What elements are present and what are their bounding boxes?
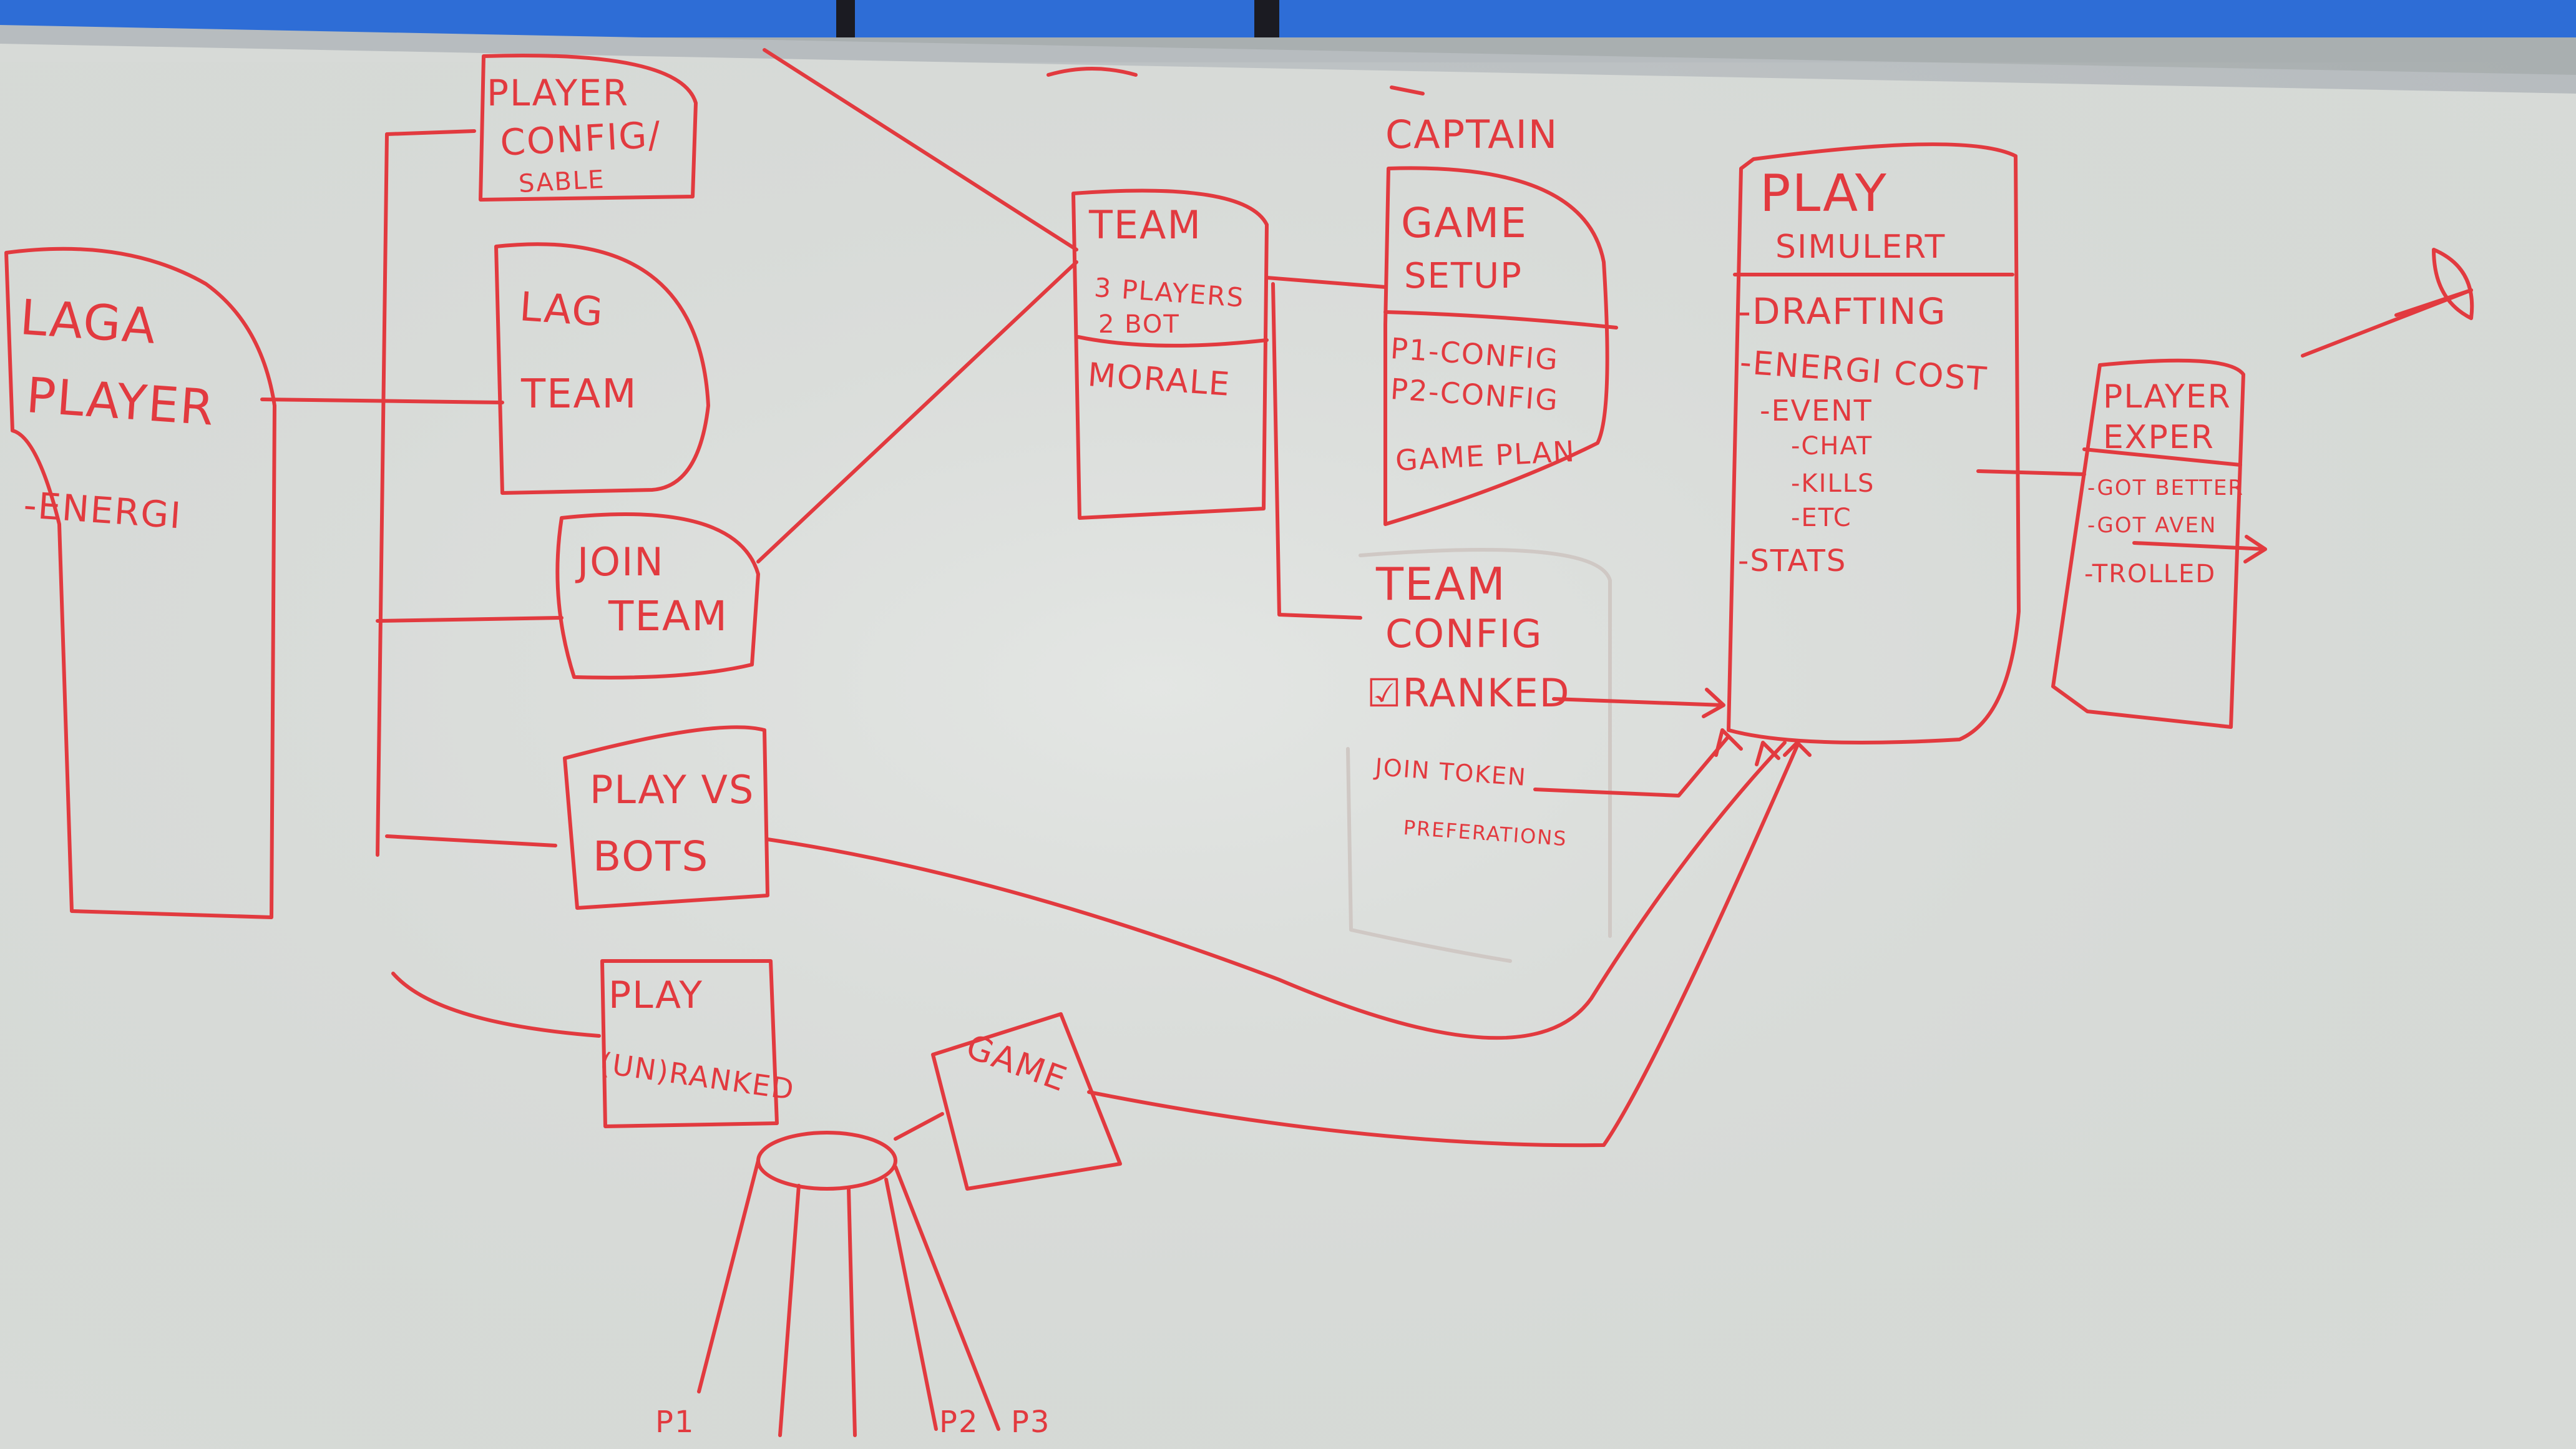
connector-sim-to-exper	[1976, 469, 2086, 476]
play-simulert-item6: -ETC	[1791, 504, 1852, 532]
box-join-team	[555, 512, 760, 680]
play-simulert-line1: PLAY	[1760, 164, 1888, 223]
bottom-label-2: P2	[939, 1405, 979, 1440]
laga-player-line1: LAGA	[18, 290, 159, 356]
top-marks	[1046, 67, 1425, 95]
play-simulert-line2: SIMULERT	[1775, 228, 1946, 266]
game-setup-item3: GAME PLAN	[1394, 434, 1577, 477]
window-strip	[0, 0, 2576, 37]
bottom-label-3: P3	[1011, 1405, 1051, 1440]
game-setup-divider	[1383, 310, 1618, 329]
connector-join-to-team	[756, 260, 1078, 564]
player-exper-line1: PLAYER	[2103, 378, 2232, 416]
connector-team-to-teamconfig	[1271, 282, 1362, 620]
connector-player-to-tree	[260, 398, 504, 404]
laga-player-energi: -ENERGI	[22, 484, 183, 537]
play-simulert-item5: -KILLS	[1791, 469, 1875, 498]
box-play-vs-bots	[563, 725, 769, 910]
connector-bots-to-sim	[766, 741, 1787, 1040]
box-team-config-left	[1346, 747, 1512, 963]
play-unranked-line1: PLAY	[608, 973, 704, 1017]
play-simulert-item7: -STATS	[1738, 544, 1847, 578]
connector-to-bots	[385, 834, 557, 847]
team-config-line1: TEAM	[1376, 558, 1506, 610]
connector-player-trunk	[376, 132, 389, 857]
connector-to-join	[376, 616, 564, 623]
play-simulert-item1: -DRAFTING	[1738, 290, 1947, 333]
player-exper-item1: -GOT BETTER	[2087, 476, 2245, 500]
team-config-ranked: ☑RANKED	[1367, 670, 1571, 716]
connector-to-unranked	[391, 972, 601, 1038]
connector-jointoken-to-sim	[1533, 734, 1730, 798]
box-play-simulert	[1727, 142, 2021, 744]
player-exper-item2: -GOT AVEN	[2087, 513, 2217, 538]
spear-head	[2432, 248, 2474, 320]
team-line4: MORALE	[1086, 356, 1232, 404]
team-config-line2: CONFIG	[1385, 611, 1543, 656]
box-game-setup	[1383, 166, 1609, 526]
connector-drum-to-game	[894, 1112, 944, 1141]
connector-top-to-team	[763, 48, 1078, 251]
box-player-exper	[2051, 358, 2245, 729]
arrowhead-sim-b	[1755, 741, 1780, 766]
player-exper-item3: -TROLLED	[2084, 560, 2217, 588]
lag-team-line2: TEAM	[521, 371, 638, 417]
box-game	[931, 1012, 1122, 1191]
connector-team-to-setup	[1265, 276, 1387, 289]
bottom-label-1: P1	[655, 1405, 695, 1440]
team-line1: TEAM	[1089, 202, 1202, 248]
play-vs-bots-line1: PLAY VS	[590, 767, 755, 812]
player-config-line1: PLAYER	[487, 72, 630, 114]
box-lag-team	[494, 242, 710, 495]
connector-game-to-sim	[1087, 744, 1799, 1148]
laga-player-line2: PLAYER	[24, 368, 217, 437]
box-laga-player	[4, 246, 276, 919]
play-simulert-item4: -CHAT	[1791, 432, 1873, 461]
join-team-line1: JOIN	[577, 539, 665, 585]
window-frame	[1254, 0, 1279, 37]
player-config-line3: SABLE	[517, 165, 606, 198]
captain-heading: CAPTAIN	[1385, 112, 1559, 157]
team-divider	[1076, 335, 1269, 348]
lag-team-line1: LAG	[518, 284, 606, 336]
player-config-line2: CONFIG/	[499, 113, 663, 164]
window-frame	[836, 0, 855, 37]
box-team	[1071, 188, 1269, 520]
play-simulert-item3: -EVENT	[1760, 394, 1873, 427]
box-team-config	[1359, 548, 1612, 938]
box-player-config	[479, 53, 698, 202]
connector-to-config	[385, 129, 476, 136]
arrowhead-sim-c	[1783, 741, 1812, 757]
connector-ranked-to-sim	[1552, 697, 1724, 707]
spear-tip	[2394, 288, 2473, 317]
player-exper-line2: EXPER	[2103, 419, 2215, 456]
box-play-unranked	[600, 959, 779, 1128]
arrowhead-sim-a	[1714, 728, 1743, 757]
team-line3: 2 BOT	[1098, 310, 1180, 339]
arrow-ranked-head	[1702, 688, 1725, 718]
drum-lines	[697, 1159, 1000, 1437]
board-glare	[0, 62, 2576, 1449]
join-team-line2: TEAM	[608, 592, 729, 640]
player-exper-divider	[2082, 447, 2242, 467]
arrow-exper-out	[2132, 535, 2267, 564]
game-setup-line1: GAME	[1401, 199, 1528, 247]
play-vs-bots-line2: BOTS	[593, 832, 710, 881]
game-setup-line2: SETUP	[1404, 256, 1523, 296]
